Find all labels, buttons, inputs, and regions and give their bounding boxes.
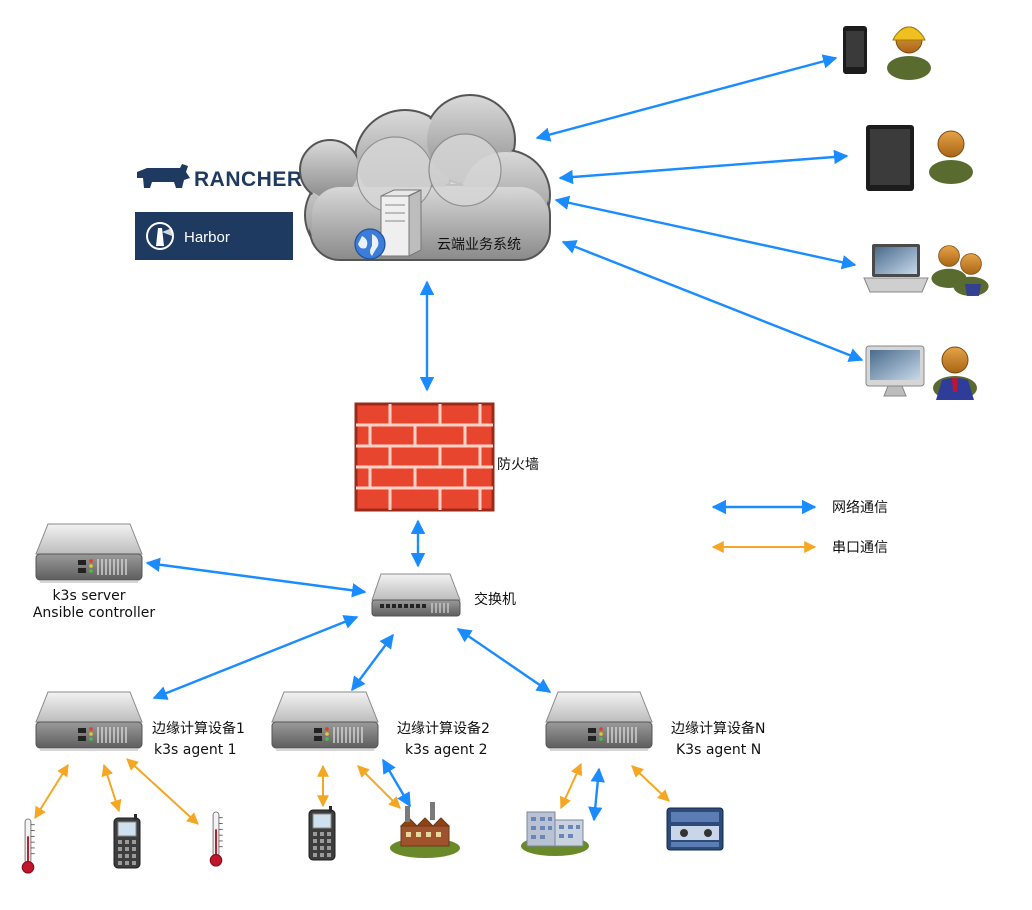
globe-icon xyxy=(354,228,386,260)
handheld-device-icon xyxy=(113,814,141,869)
switch-label: 交换机 xyxy=(474,591,516,608)
link-cloud-desktop xyxy=(561,240,864,362)
cloud-icon xyxy=(299,94,551,261)
cloud-label: 云端业务系统 xyxy=(437,237,521,253)
office-building-icon xyxy=(521,811,589,856)
user-group-icon xyxy=(931,245,989,296)
tablet-icon xyxy=(866,125,914,191)
firewall-label: 防火墙 xyxy=(497,457,539,473)
rancher-bull-icon xyxy=(137,164,190,188)
server-icon xyxy=(380,189,422,257)
serial-connections xyxy=(34,541,817,825)
link-edge2-factory-serial xyxy=(357,765,401,809)
edgeN-label-line2: K3s agent N xyxy=(676,742,761,758)
factory-icon xyxy=(390,802,460,858)
link-switch-edgeN xyxy=(456,628,552,693)
legend-network-label: 网络通信 xyxy=(832,500,888,516)
link-switch-edge1 xyxy=(152,615,359,700)
smartphone-icon xyxy=(843,26,867,74)
harbor-logo: Harbor xyxy=(135,212,293,260)
user-icon xyxy=(932,346,978,400)
link-switch-server xyxy=(145,557,367,598)
rack-server-icon xyxy=(545,691,653,752)
link-edge1-handheld xyxy=(101,763,122,813)
edge2-label-line2: k3s agent 2 xyxy=(405,742,488,758)
link-edgeN-building xyxy=(588,767,605,822)
harbor-wordmark: Harbor xyxy=(184,229,230,246)
edgeN-label-line1: 边缘计算设备N xyxy=(671,720,765,737)
brick-wall-icon xyxy=(354,402,495,512)
link-edge2-factory xyxy=(381,758,412,808)
edge2-label-line1: 边缘计算设备2 xyxy=(397,720,490,737)
thermometer-icon xyxy=(21,818,36,874)
rack-server-icon xyxy=(35,691,143,752)
laptop-icon xyxy=(863,244,929,293)
link-cloud-laptop xyxy=(554,195,857,270)
server-label-line2: Ansible controller xyxy=(33,605,156,621)
desktop-monitor-icon xyxy=(865,345,925,397)
rack-server-icon xyxy=(35,523,143,584)
link-edgeN-reader xyxy=(631,765,670,802)
legend-serial-label: 串口通信 xyxy=(832,540,888,556)
link-cloud-phone xyxy=(535,54,838,142)
link-cloud-tablet xyxy=(558,149,849,185)
rack-server-icon xyxy=(271,691,379,752)
user-icon xyxy=(928,130,974,184)
link-edgeN-building-serial xyxy=(560,762,582,810)
edge1-label-line2: k3s agent 1 xyxy=(154,742,237,758)
rancher-wordmark: RANCHER xyxy=(194,168,303,191)
handheld-device-icon xyxy=(308,806,336,861)
card-reader-icon xyxy=(666,807,724,851)
link-edge1-thermo2 xyxy=(126,758,199,825)
user-icon xyxy=(886,26,932,80)
rancher-logo: RANCHER xyxy=(137,164,303,191)
harbor-lighthouse-icon xyxy=(146,222,174,250)
network-switch-icon xyxy=(371,573,461,617)
server-label-line1: k3s server xyxy=(52,588,125,604)
link-edge1-thermo1 xyxy=(34,763,69,820)
thermometer-icon xyxy=(209,811,224,867)
edge1-label-line1: 边缘计算设备1 xyxy=(152,720,245,737)
link-switch-edge2 xyxy=(351,633,394,692)
